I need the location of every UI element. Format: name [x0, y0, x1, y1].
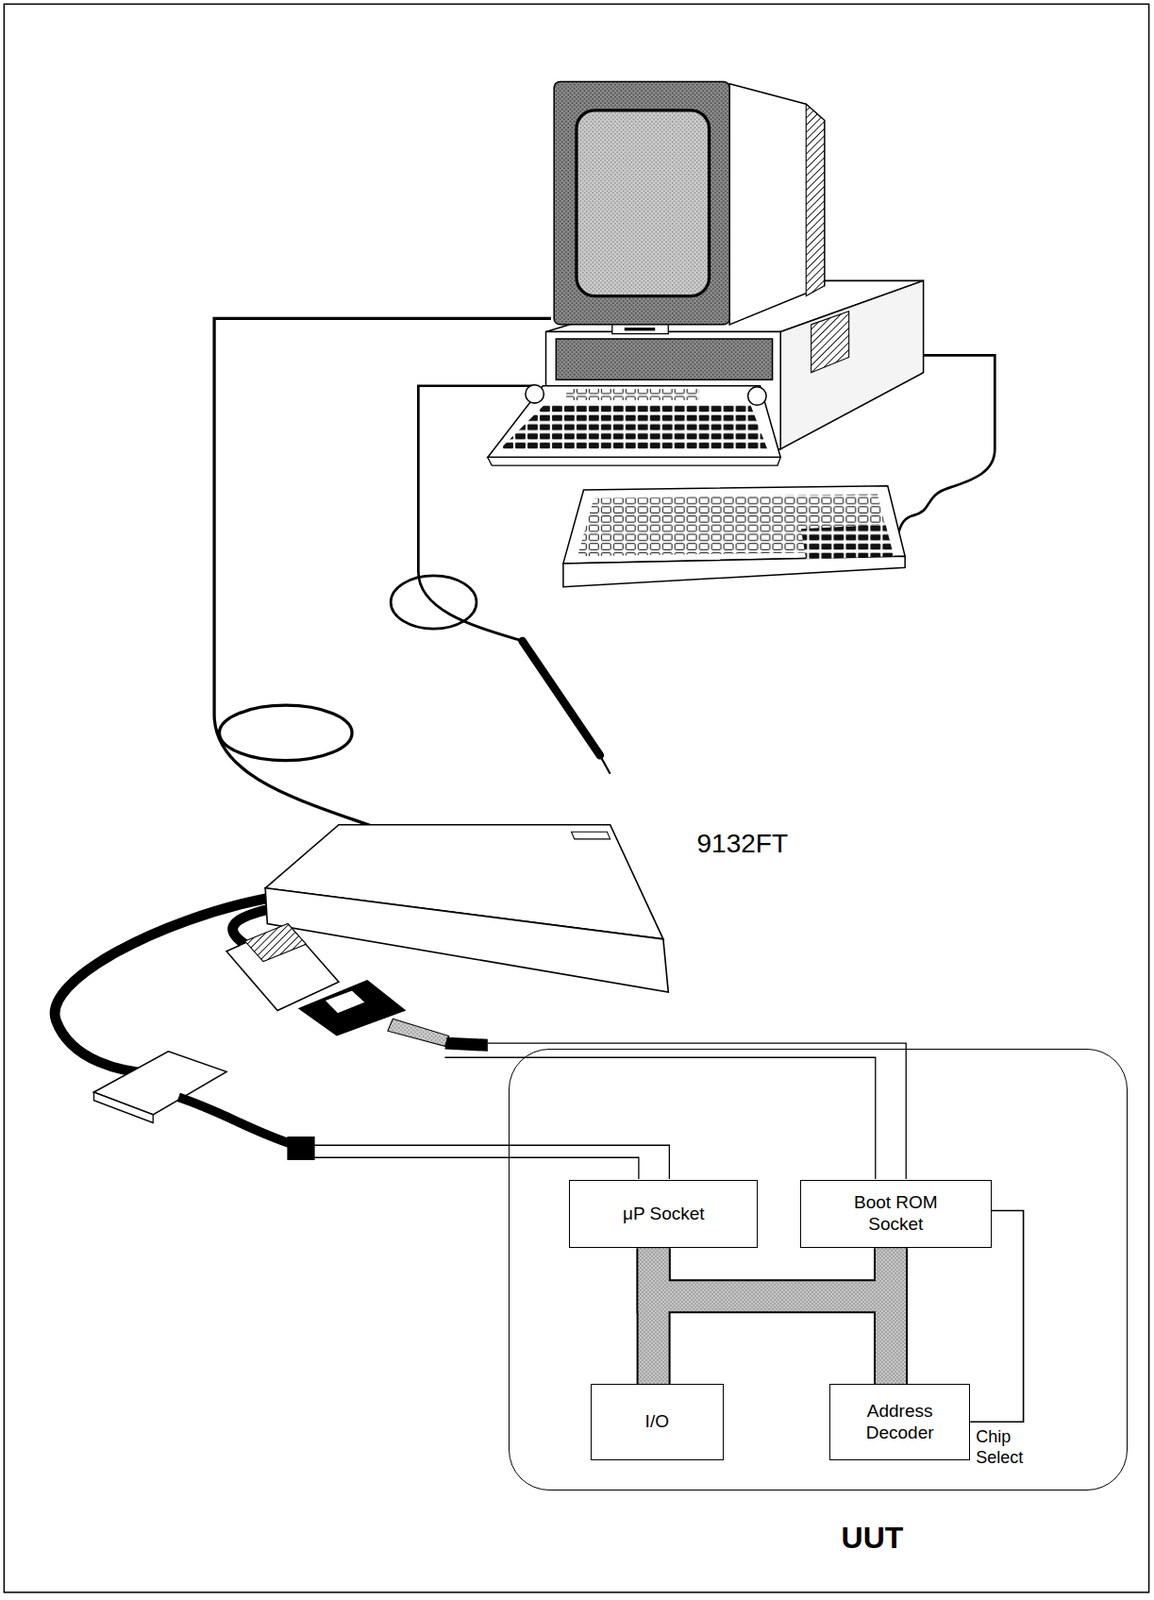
- ribbon: [178, 1096, 296, 1145]
- probe-lead: [444, 1056, 875, 1179]
- unit-under-test-board: μP Socket Boot ROM SocketI/O Address Decod…: [508, 1048, 1128, 1490]
- device-label: 9132FT: [697, 827, 789, 860]
- tester-slot: [571, 831, 611, 839]
- data-bus: [653, 1247, 891, 1296]
- base-side: [780, 280, 923, 449]
- label-holder: 9132FT: [697, 827, 789, 860]
- keyboard-body: [563, 485, 905, 564]
- block-label: I/O: [645, 1410, 669, 1433]
- pod-cable: [214, 317, 552, 838]
- monitor-stand: [612, 324, 669, 335]
- rom-clip: [444, 1036, 487, 1052]
- panel-keyboard-edge: [487, 456, 781, 466]
- page-frame: [3, 3, 1149, 1592]
- keyboard-front: [563, 555, 905, 586]
- plug-latch: [324, 989, 366, 1014]
- vent: [811, 311, 850, 373]
- cable-loop: [390, 575, 477, 629]
- probe-lead: [487, 1042, 906, 1179]
- probe-lead: [314, 1156, 639, 1179]
- drive-slot: [555, 338, 772, 380]
- probe-pen: [522, 640, 601, 755]
- cpu-plug: [287, 1137, 315, 1160]
- knob: [748, 386, 767, 405]
- block-label: Boot ROM Socket: [838, 1191, 953, 1236]
- block-label: μP Socket: [622, 1203, 705, 1225]
- probe-tip: [600, 754, 611, 773]
- board-heading: UUT: [841, 1519, 904, 1556]
- block-box: I/O: [590, 1383, 724, 1460]
- signal-name: Chip Select: [975, 1426, 1042, 1468]
- monitor-screen: [576, 110, 710, 297]
- panel-keys: [500, 402, 768, 450]
- rom-pod: [226, 923, 339, 1011]
- function-keys: [566, 388, 700, 401]
- cpu-pod-front: [93, 1091, 153, 1122]
- rom-pod-label: [245, 923, 307, 962]
- monitor-shade: [805, 103, 824, 296]
- monitor-badge: [624, 327, 655, 331]
- knob: [525, 384, 544, 403]
- bus-outline: [653, 1247, 891, 1296]
- probe-lead: [314, 1144, 669, 1179]
- edge-label-holder: Chip Select: [975, 1426, 1042, 1468]
- block-box: μP Socket: [568, 1179, 758, 1248]
- block-box: Boot ROM Socket: [800, 1179, 992, 1248]
- monitor-bezel: [553, 82, 730, 325]
- cable-loop: [218, 704, 352, 760]
- block-box: Address Decoder: [829, 1383, 971, 1460]
- ribbon: [387, 1018, 450, 1046]
- keyboard-numpad: [801, 524, 894, 560]
- block-label: Address Decoder: [848, 1400, 953, 1444]
- monitor-side: [729, 83, 825, 325]
